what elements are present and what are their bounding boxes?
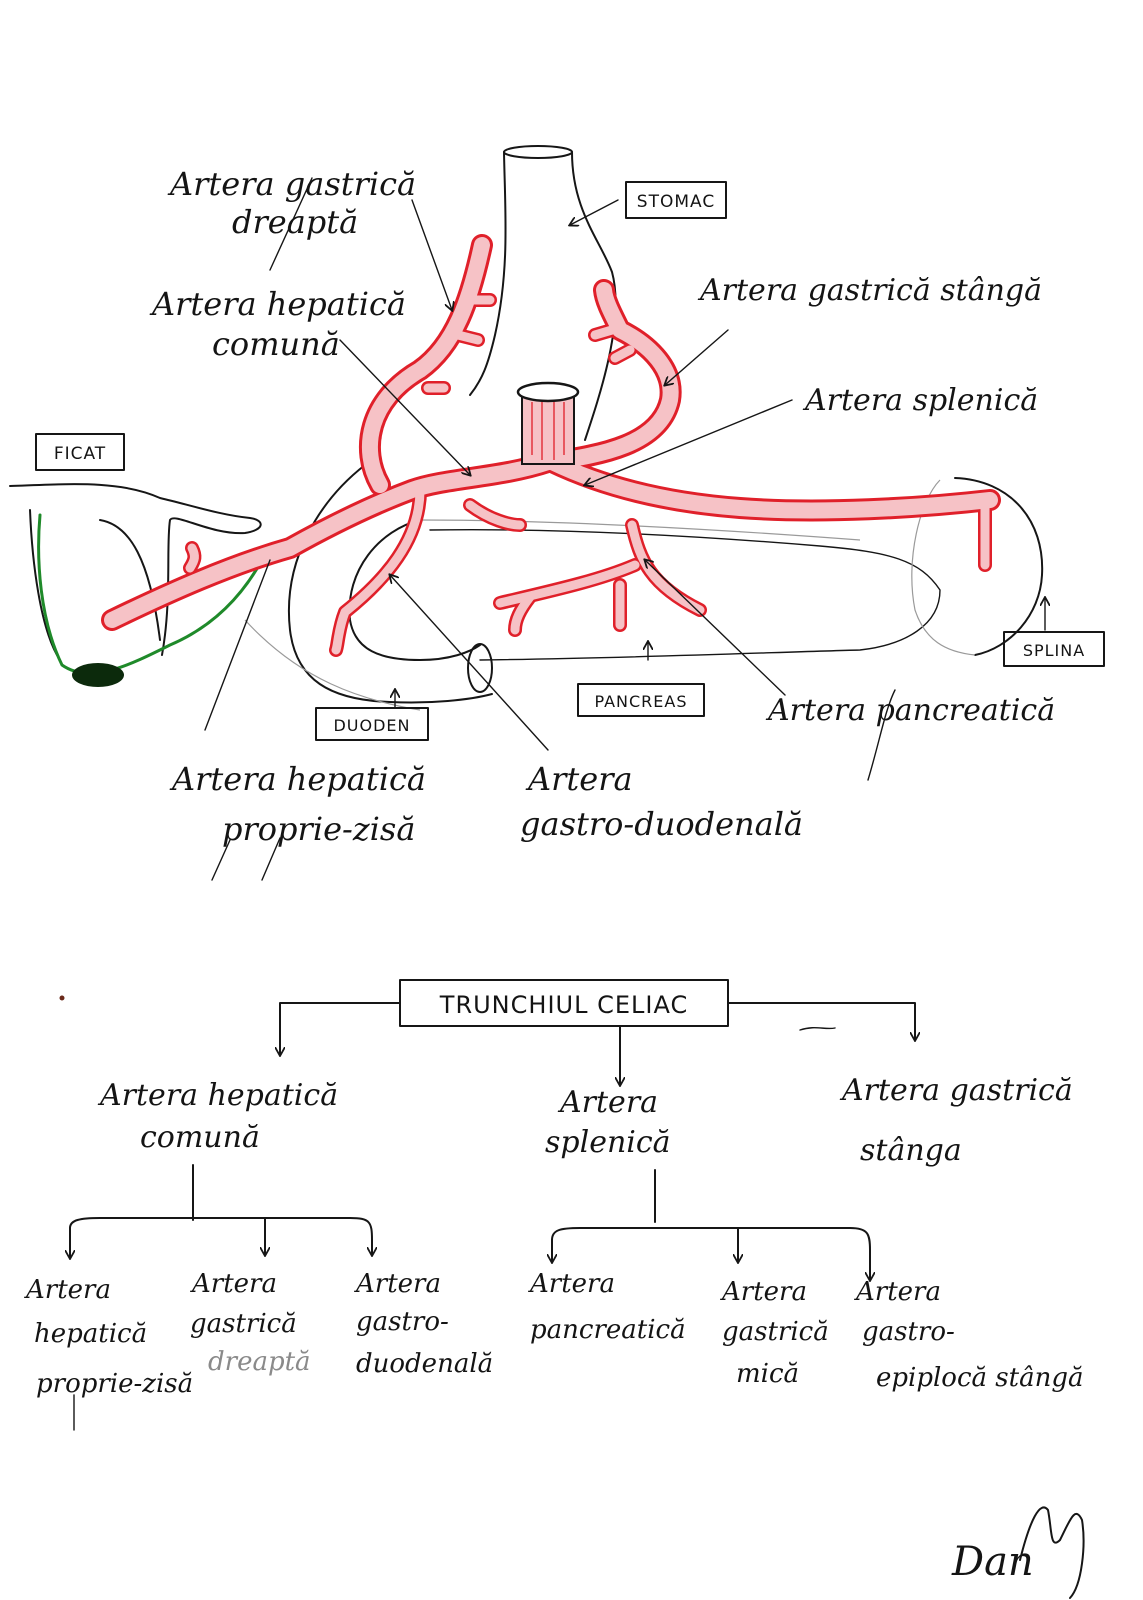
tree-gastroduodenal-line2: gastro- bbox=[356, 1307, 449, 1337]
spleen-label: SPLINA bbox=[1023, 641, 1085, 660]
splenic-label: Artera splenică bbox=[802, 383, 1038, 418]
ink-dot bbox=[60, 996, 65, 1001]
tree-proper-hepatic-line2: hepatică bbox=[34, 1319, 147, 1349]
tree-proper-hepatic-line1: Artera bbox=[24, 1275, 111, 1305]
tree-left-gastroepiploic-line3: epiplocă stângă bbox=[876, 1363, 1083, 1393]
duodenum-label-box: DUODEN bbox=[316, 708, 428, 740]
tree-gastroduodenal-line3: duodenală bbox=[356, 1349, 493, 1379]
tree-right-gastric-line1: Artera bbox=[190, 1269, 277, 1299]
common-hepatic-label-line2: comună bbox=[212, 325, 340, 363]
stomach-label-box: STOMAC bbox=[626, 182, 726, 218]
tree-common-hepatic-line1: Artera hepatică bbox=[97, 1078, 338, 1113]
stomach-label: STOMAC bbox=[637, 192, 715, 212]
gastroduodenal-label-line2: gastro-duodenală bbox=[520, 805, 803, 843]
tree-proper-hepatic-line3: proprie-zisă bbox=[36, 1369, 193, 1399]
tree-left-gastric-line1: Artera gastrică bbox=[839, 1073, 1073, 1108]
pancreatic-label: Artera pancreatică bbox=[765, 693, 1055, 728]
tree-right-gastric-line2: gastrică bbox=[190, 1309, 297, 1339]
tree-left-gastroepiploic-line2: gastro- bbox=[862, 1317, 955, 1347]
common-hepatic-label-line1: Artera hepatică bbox=[149, 285, 406, 323]
tree-splenic-line2: splenică bbox=[545, 1125, 671, 1160]
pancreatic-vessel bbox=[632, 525, 700, 610]
spleen-label-box: SPLINA bbox=[1004, 632, 1104, 666]
liver-label: FICAT bbox=[54, 444, 106, 464]
tree-root-box: TRUNCHIUL CELIAC bbox=[400, 980, 728, 1026]
tree-common-hepatic-line2: comună bbox=[140, 1120, 260, 1155]
left-gastric-label: Artera gastrică stângă bbox=[697, 273, 1042, 308]
celiac-trunk-stump bbox=[518, 383, 578, 464]
tree-splenic-line1: Artera bbox=[557, 1085, 658, 1120]
right-gastric-label-line2: dreaptă bbox=[232, 203, 358, 241]
tree-root-label: TRUNCHIUL CELIAC bbox=[439, 991, 688, 1019]
pancreas-label: PANCREAS bbox=[594, 692, 687, 711]
tree-left-gastroepiploic-line1: Artera bbox=[854, 1277, 941, 1307]
tree-small-gastric-line1: Artera bbox=[720, 1277, 807, 1307]
celiac-tree: TRUNCHIUL CELIAC Artera hepatică comună … bbox=[24, 980, 1083, 1430]
tree-small-gastric-line3: mică bbox=[736, 1359, 799, 1389]
liver-label-box: FICAT bbox=[36, 434, 124, 470]
tree-pancreatic-line1: Artera bbox=[528, 1269, 615, 1299]
tree-pancreatic-line2: pancreatică bbox=[530, 1315, 686, 1345]
proper-hepatic-label-line2: proprie-zisă bbox=[222, 810, 415, 848]
proper-hepatic-label-line1: Artera hepatică bbox=[169, 760, 426, 798]
tree-small-gastric-line2: gastrică bbox=[722, 1317, 829, 1347]
right-gastric-label-line1: Artera gastrică bbox=[167, 165, 416, 203]
signature-text: Dan bbox=[951, 1539, 1034, 1585]
tree-right-gastric-line3: dreaptă bbox=[208, 1347, 311, 1377]
pancreas-outline bbox=[420, 520, 940, 660]
duodenum-label: DUODEN bbox=[333, 716, 410, 735]
ink-stroke bbox=[800, 1028, 835, 1030]
pancreas-label-box: PANCREAS bbox=[578, 684, 704, 716]
tree-left-gastric-line2: stânga bbox=[860, 1133, 962, 1168]
author-signature: Dan bbox=[951, 1507, 1084, 1598]
gastroduodenal-label-line1: Artera bbox=[525, 760, 633, 798]
tree-gastroduodenal-line1: Artera bbox=[354, 1269, 441, 1299]
